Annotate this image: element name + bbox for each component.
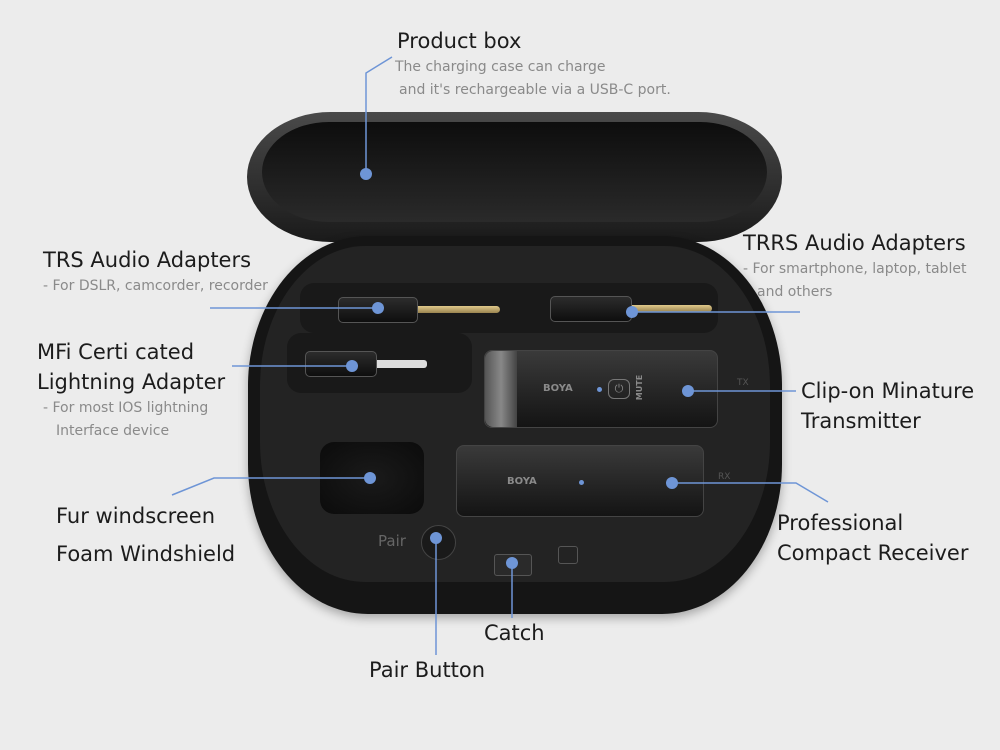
rx-label: RX bbox=[718, 472, 731, 482]
pin-pair bbox=[430, 532, 442, 544]
transmitter-cap bbox=[485, 351, 517, 427]
receiver-led bbox=[579, 480, 584, 485]
trs-jack bbox=[418, 306, 500, 313]
transmitter-led bbox=[597, 387, 602, 392]
case-lid-inner bbox=[262, 122, 767, 222]
trrs-jack bbox=[632, 305, 712, 312]
trrs-adapter bbox=[550, 296, 632, 322]
callout-title: Fur windscreen bbox=[56, 504, 216, 528]
callout-title: TRRS Audio Adapters bbox=[743, 231, 966, 255]
line-receiver bbox=[672, 482, 829, 503]
callout-mfi: MFi Certi cated Lightning Adapter - For … bbox=[37, 337, 225, 443]
callout-title: TRS Audio Adapters bbox=[43, 248, 252, 272]
transmitter: BOYA ⏻ MUTE bbox=[484, 350, 718, 428]
pin-windscreen bbox=[364, 472, 376, 484]
pin-receiver bbox=[666, 477, 678, 489]
pin-transmitter bbox=[682, 385, 694, 397]
receiver-brand: BOYA bbox=[507, 476, 537, 487]
usb-indicator bbox=[558, 546, 578, 564]
callout-catch: Catch bbox=[484, 621, 545, 645]
callout-windscreen: Fur windscreen Foam Windshield bbox=[56, 497, 235, 573]
pin-mfi bbox=[346, 360, 358, 372]
callout-desc: and it's rechargeable via a USB-C port. bbox=[399, 82, 671, 98]
pin-trs bbox=[372, 302, 384, 314]
callout-desc: - For DSLR, camcorder, recorder bbox=[43, 278, 268, 294]
lightning-adapter bbox=[305, 351, 377, 377]
callout-desc: - For smartphone, laptop, tablet bbox=[743, 261, 967, 277]
pin-catch bbox=[506, 557, 518, 569]
callout-trrs: TRRS Audio Adapters - For smartphone, la… bbox=[743, 228, 966, 304]
tx-label: TX bbox=[737, 378, 749, 388]
pin-product-box bbox=[360, 168, 372, 180]
callout-title: Transmitter bbox=[801, 409, 921, 433]
callout-title: Foam Windshield bbox=[56, 542, 236, 566]
callout-pair: Pair Button bbox=[369, 658, 486, 682]
pin-trrs bbox=[626, 306, 638, 318]
line-windscreen bbox=[171, 477, 370, 496]
callout-title: Professional bbox=[777, 511, 904, 535]
line-product-box bbox=[365, 56, 393, 174]
callout-title: Product box bbox=[397, 29, 522, 53]
receiver: BOYA bbox=[456, 445, 704, 517]
callout-desc: Interface device bbox=[56, 423, 170, 439]
pair-label: Pair bbox=[378, 532, 406, 550]
callout-desc: and others bbox=[757, 284, 833, 300]
callout-title: Compact Receiver bbox=[777, 541, 969, 565]
callout-desc: The charging case can charge bbox=[395, 59, 606, 75]
callout-title: Lightning Adapter bbox=[37, 370, 226, 394]
lightning-connector bbox=[377, 360, 427, 368]
callout-desc: - For most IOS lightning bbox=[43, 400, 209, 416]
callout-receiver: Professional Compact Receiver bbox=[777, 508, 968, 568]
power-button-icon[interactable]: ⏻ bbox=[608, 379, 630, 399]
callout-trs: TRS Audio Adapters - For DSLR, camcorder… bbox=[43, 245, 268, 298]
transmitter-brand: BOYA bbox=[543, 383, 573, 394]
callout-transmitter: Clip-on Minature Transmitter bbox=[801, 376, 974, 436]
callout-product-box: Product box The charging case can charge… bbox=[395, 26, 671, 102]
callout-title: Clip-on Minature bbox=[801, 379, 975, 403]
callout-title: MFi Certi cated bbox=[37, 340, 195, 364]
